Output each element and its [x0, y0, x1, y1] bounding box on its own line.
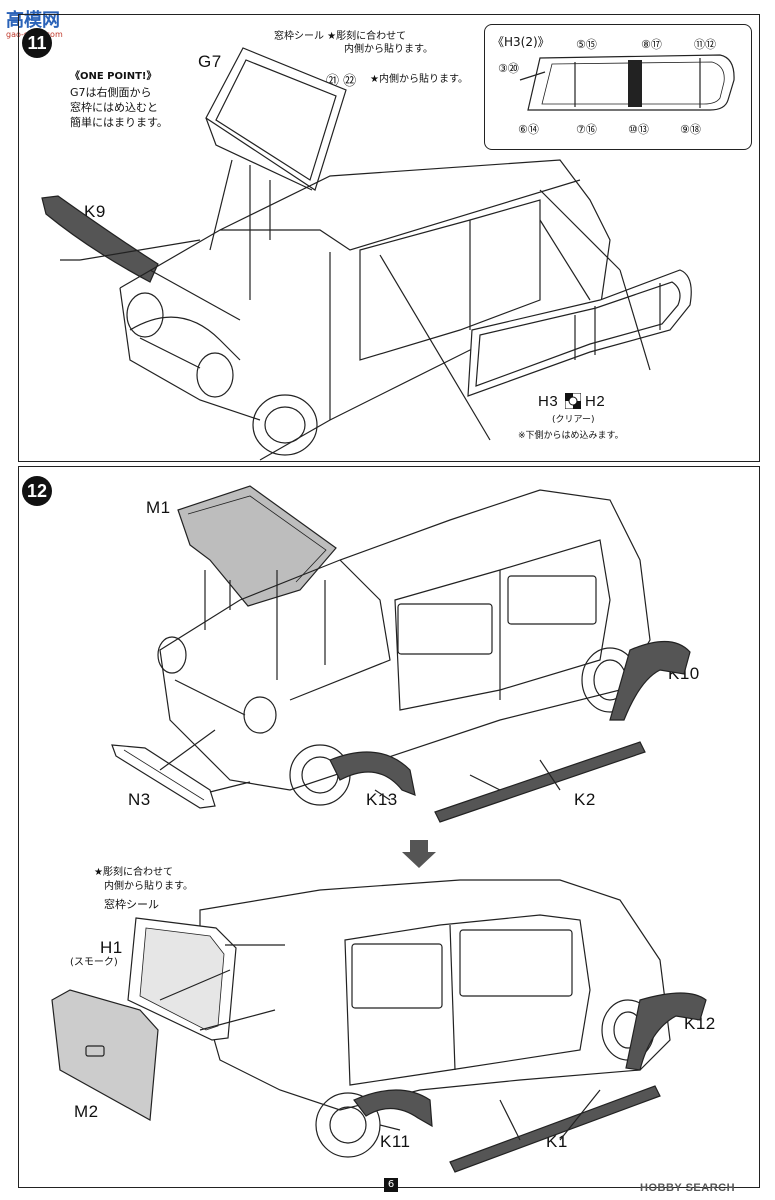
step-11-badge: 11	[22, 28, 52, 58]
h1-seal-note-line-1: ★彫刻に合わせて	[94, 867, 173, 878]
part-label-g7: G7	[198, 52, 222, 71]
inset-top-label-4: ⑪⑫	[694, 38, 716, 51]
inset-bottom-label-1: ⑥⑭	[518, 123, 539, 136]
smoke-note: (スモーク)	[70, 957, 118, 968]
page-number: 6	[384, 1178, 398, 1192]
one-point-line-3: 簡単にはまります。	[70, 116, 168, 129]
inset-top-label-1: ③⑳	[498, 62, 519, 75]
one-point-line-2: 窓枠にはめ込むと	[70, 101, 158, 114]
logo-name: 模网	[24, 10, 60, 31]
inset-bottom-label-3: ⑩⑬	[628, 123, 649, 136]
part-label-m2: M2	[74, 1102, 99, 1121]
h3-inset-title: 《H3(2)》	[492, 35, 550, 49]
part-label-n3: N3	[128, 790, 151, 809]
inset-bottom-label-4: ⑨⑱	[680, 123, 701, 136]
inset-bottom-label-2: ⑦⑯	[576, 123, 597, 136]
part-label-h1: H1	[100, 938, 123, 957]
seal-note-line-1: 窓枠シール ★彫刻に合わせて	[274, 31, 407, 42]
page-number-text: 6	[387, 1179, 395, 1190]
h3-inset-box	[484, 24, 752, 150]
part-label-k2: K2	[574, 790, 596, 809]
clear-note: (クリアー)	[552, 415, 595, 425]
h1-seal-note-line-2: 内側から貼ります。	[104, 881, 193, 892]
logo-mark: 高	[6, 10, 24, 31]
step-11-frame	[18, 14, 760, 462]
part-label-k13: K13	[366, 790, 398, 809]
part-label-k9: K9	[84, 202, 106, 221]
clear-smoke-icon	[565, 393, 581, 409]
inset-top-label-3: ⑧⑰	[641, 38, 662, 51]
down-arrow-icon	[402, 840, 436, 872]
part-label-h3: H3	[538, 393, 559, 410]
part-label-h2: H2	[585, 393, 606, 410]
one-point-line-1: G7は右側面から	[70, 86, 152, 99]
seal-inner-note: ★内側から貼ります。	[370, 74, 468, 85]
inset-top-label-2: ⑤⑮	[576, 38, 597, 51]
part-label-m1: M1	[146, 498, 171, 517]
part-label-k11: K11	[380, 1132, 411, 1151]
one-point-title: 《ONE POINT!》	[70, 71, 157, 82]
fit-note: ※下側からはめ込みます。	[518, 431, 624, 441]
seal-22: ㉒	[343, 74, 357, 89]
step-12-badge: 12	[22, 476, 52, 506]
h1-seal-note-line-3: 窓枠シール	[104, 898, 159, 911]
hobby-search-watermark: HOBBY SEARCH	[640, 1182, 736, 1194]
seal-note-line-2: 内側から貼ります。	[344, 44, 433, 55]
